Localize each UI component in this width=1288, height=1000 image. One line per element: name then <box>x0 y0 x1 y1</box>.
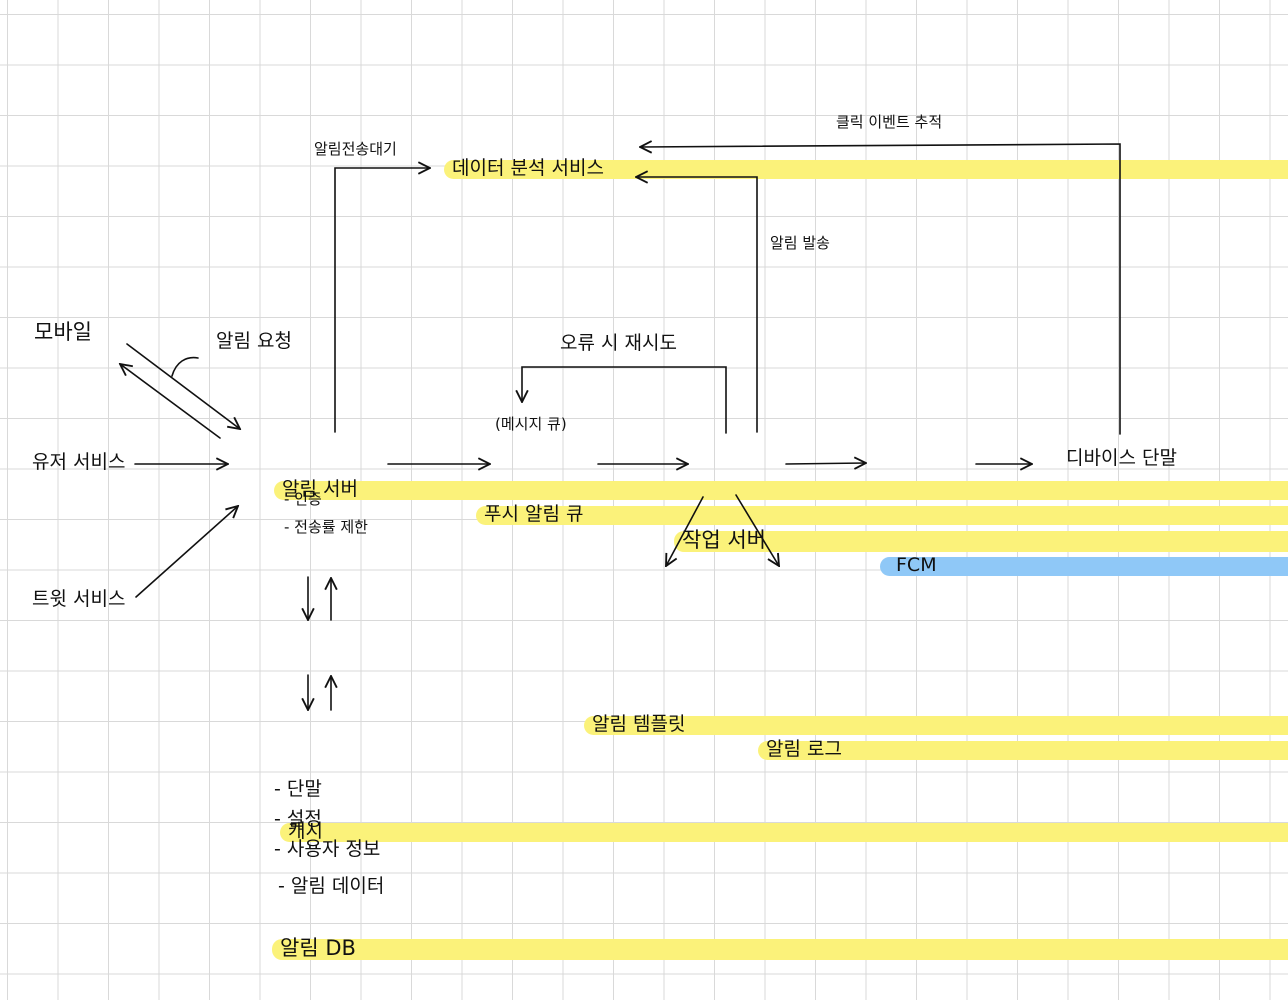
server-feature-item: - 전송률 제한 <box>284 518 368 536</box>
db-item: - 단말 <box>274 778 322 800</box>
node-analytics-service: 데이터 분석 서비스 <box>444 156 1288 181</box>
label-click-tracking: 클릭 이벤트 추적 <box>836 113 943 131</box>
label-delivery: 알림 발송 <box>770 234 830 252</box>
node-worker-server: 작업 서버 <box>674 527 1288 554</box>
server-feature-item: - 인증 <box>284 490 322 508</box>
request-label-leader <box>171 356 199 377</box>
source-mobile: 모바일 <box>34 320 92 344</box>
label-request: 알림 요청 <box>216 330 292 352</box>
node-device: 디바이스 단말 <box>1066 447 1177 469</box>
node-notification-server: 알림 서버 <box>274 477 1288 502</box>
db-item: - 설정 <box>274 808 322 830</box>
node-fcm: FCM <box>880 553 1288 578</box>
node-template: 알림 템플릿 <box>584 712 1288 737</box>
arrow-server-to-mobile <box>120 364 221 439</box>
arrow-mobile-to-server <box>126 343 240 429</box>
source-user-service: 유저 서비스 <box>32 451 126 473</box>
label-pending-notice: 알림전송대기 <box>314 140 397 158</box>
arrow-retry-loop <box>522 366 727 434</box>
arrow-worker-to-analytics <box>636 177 758 433</box>
arrow-other-service-to-server <box>135 506 238 598</box>
node-cache: 캐시 <box>280 819 1288 844</box>
node-notification-queue: 푸시 알림 큐 <box>476 502 1288 527</box>
arrow-worker-to-fcm <box>785 463 866 464</box>
node-log: 알림 로그 <box>758 737 1288 762</box>
db-item: - 알림 데이터 <box>278 875 385 897</box>
arrow-server-to-analytics <box>334 168 430 433</box>
source-other-service: 트윗 서비스 <box>32 588 126 610</box>
db-item: - 사용자 정보 <box>274 838 381 860</box>
label-retry: 오류 시 재시도 <box>560 332 677 354</box>
label-message-queue: (메시지 큐) <box>495 415 567 433</box>
node-db: 알림 DB <box>272 935 1288 962</box>
arrow-device-to-analytics <box>640 144 1121 435</box>
